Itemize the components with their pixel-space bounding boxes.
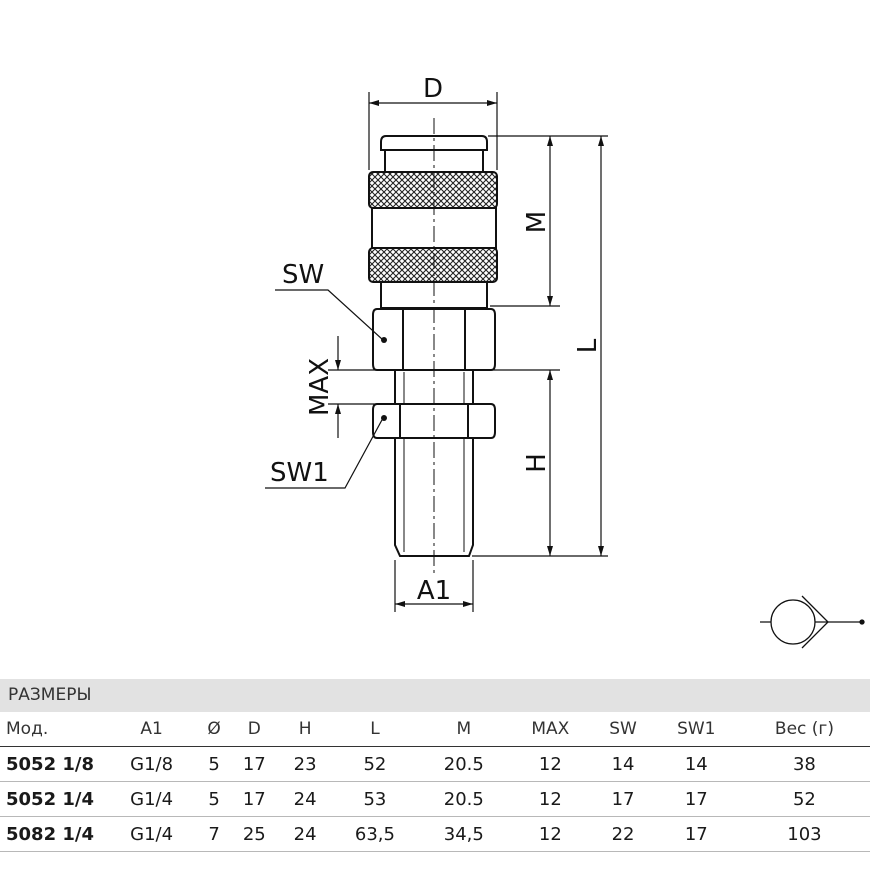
column-header: MAX: [508, 712, 593, 747]
table-cell: 52: [330, 746, 420, 782]
label-max: MAX: [305, 358, 335, 416]
label-sw: SW: [282, 260, 324, 290]
table-cell: 5052 1/4: [0, 781, 104, 817]
table-cell: 34,5: [419, 816, 509, 852]
label-d: D: [423, 74, 443, 104]
table-cell: 25: [228, 816, 280, 852]
column-header: A1: [104, 712, 200, 747]
table-cell: 17: [592, 781, 654, 817]
label-h: H: [522, 453, 552, 473]
table-cell: 17: [228, 781, 280, 817]
table-cell: 5: [199, 746, 229, 782]
section-title: РАЗМЕРЫ: [0, 679, 870, 712]
sw-leader-dot: [381, 337, 387, 343]
label-m: M: [522, 211, 552, 233]
column-header: Мод.: [0, 712, 104, 747]
table-cell: 12: [508, 746, 593, 782]
dimension-lines: [265, 92, 608, 612]
table-cell: 14: [653, 746, 739, 782]
table-cell: 5082 1/4: [0, 816, 104, 852]
coupling-body: [368, 135, 498, 557]
label-sw1: SW1: [270, 458, 329, 488]
label-a1: A1: [417, 576, 451, 606]
table-cell: 23: [279, 746, 331, 782]
technical-drawing: D M L H MAX SW SW1 A1: [265, 74, 865, 649]
sw1-leader-dot: [381, 415, 387, 421]
column-header: L: [330, 712, 420, 747]
table-cell: 5: [199, 781, 229, 817]
table-cell: 63,5: [330, 816, 420, 852]
coupling-symbol-icon: [760, 595, 865, 649]
table-cell: 5052 1/8: [0, 746, 104, 782]
table-cell: 24: [279, 816, 331, 852]
column-header: SW: [592, 712, 654, 747]
column-header: M: [419, 712, 509, 747]
table-cell: 20.5: [419, 781, 509, 817]
table-cell: 24: [279, 781, 331, 817]
table-cell: G1/8: [104, 746, 200, 782]
table-cell: 12: [508, 816, 593, 852]
column-header: SW1: [653, 712, 739, 747]
table-cell: 38: [738, 746, 870, 782]
table-cell: 14: [592, 746, 654, 782]
column-header: Ø: [199, 712, 229, 747]
label-l: L: [573, 338, 603, 353]
table-cell: 17: [653, 816, 739, 852]
column-header: D: [228, 712, 280, 747]
table-cell: 12: [508, 781, 593, 817]
table-cell: 52: [738, 781, 870, 817]
column-header: Вес (г): [738, 712, 870, 747]
table-cell: 103: [738, 816, 870, 852]
table-cell: 7: [199, 816, 229, 852]
table-cell: 17: [653, 781, 739, 817]
column-header: H: [279, 712, 331, 747]
table-cell: 22: [592, 816, 654, 852]
table-cell: G1/4: [104, 816, 200, 852]
table-cell: G1/4: [104, 781, 200, 817]
table-cell: 53: [330, 781, 420, 817]
table-cell: 20.5: [419, 746, 509, 782]
table-cell: 17: [228, 746, 280, 782]
